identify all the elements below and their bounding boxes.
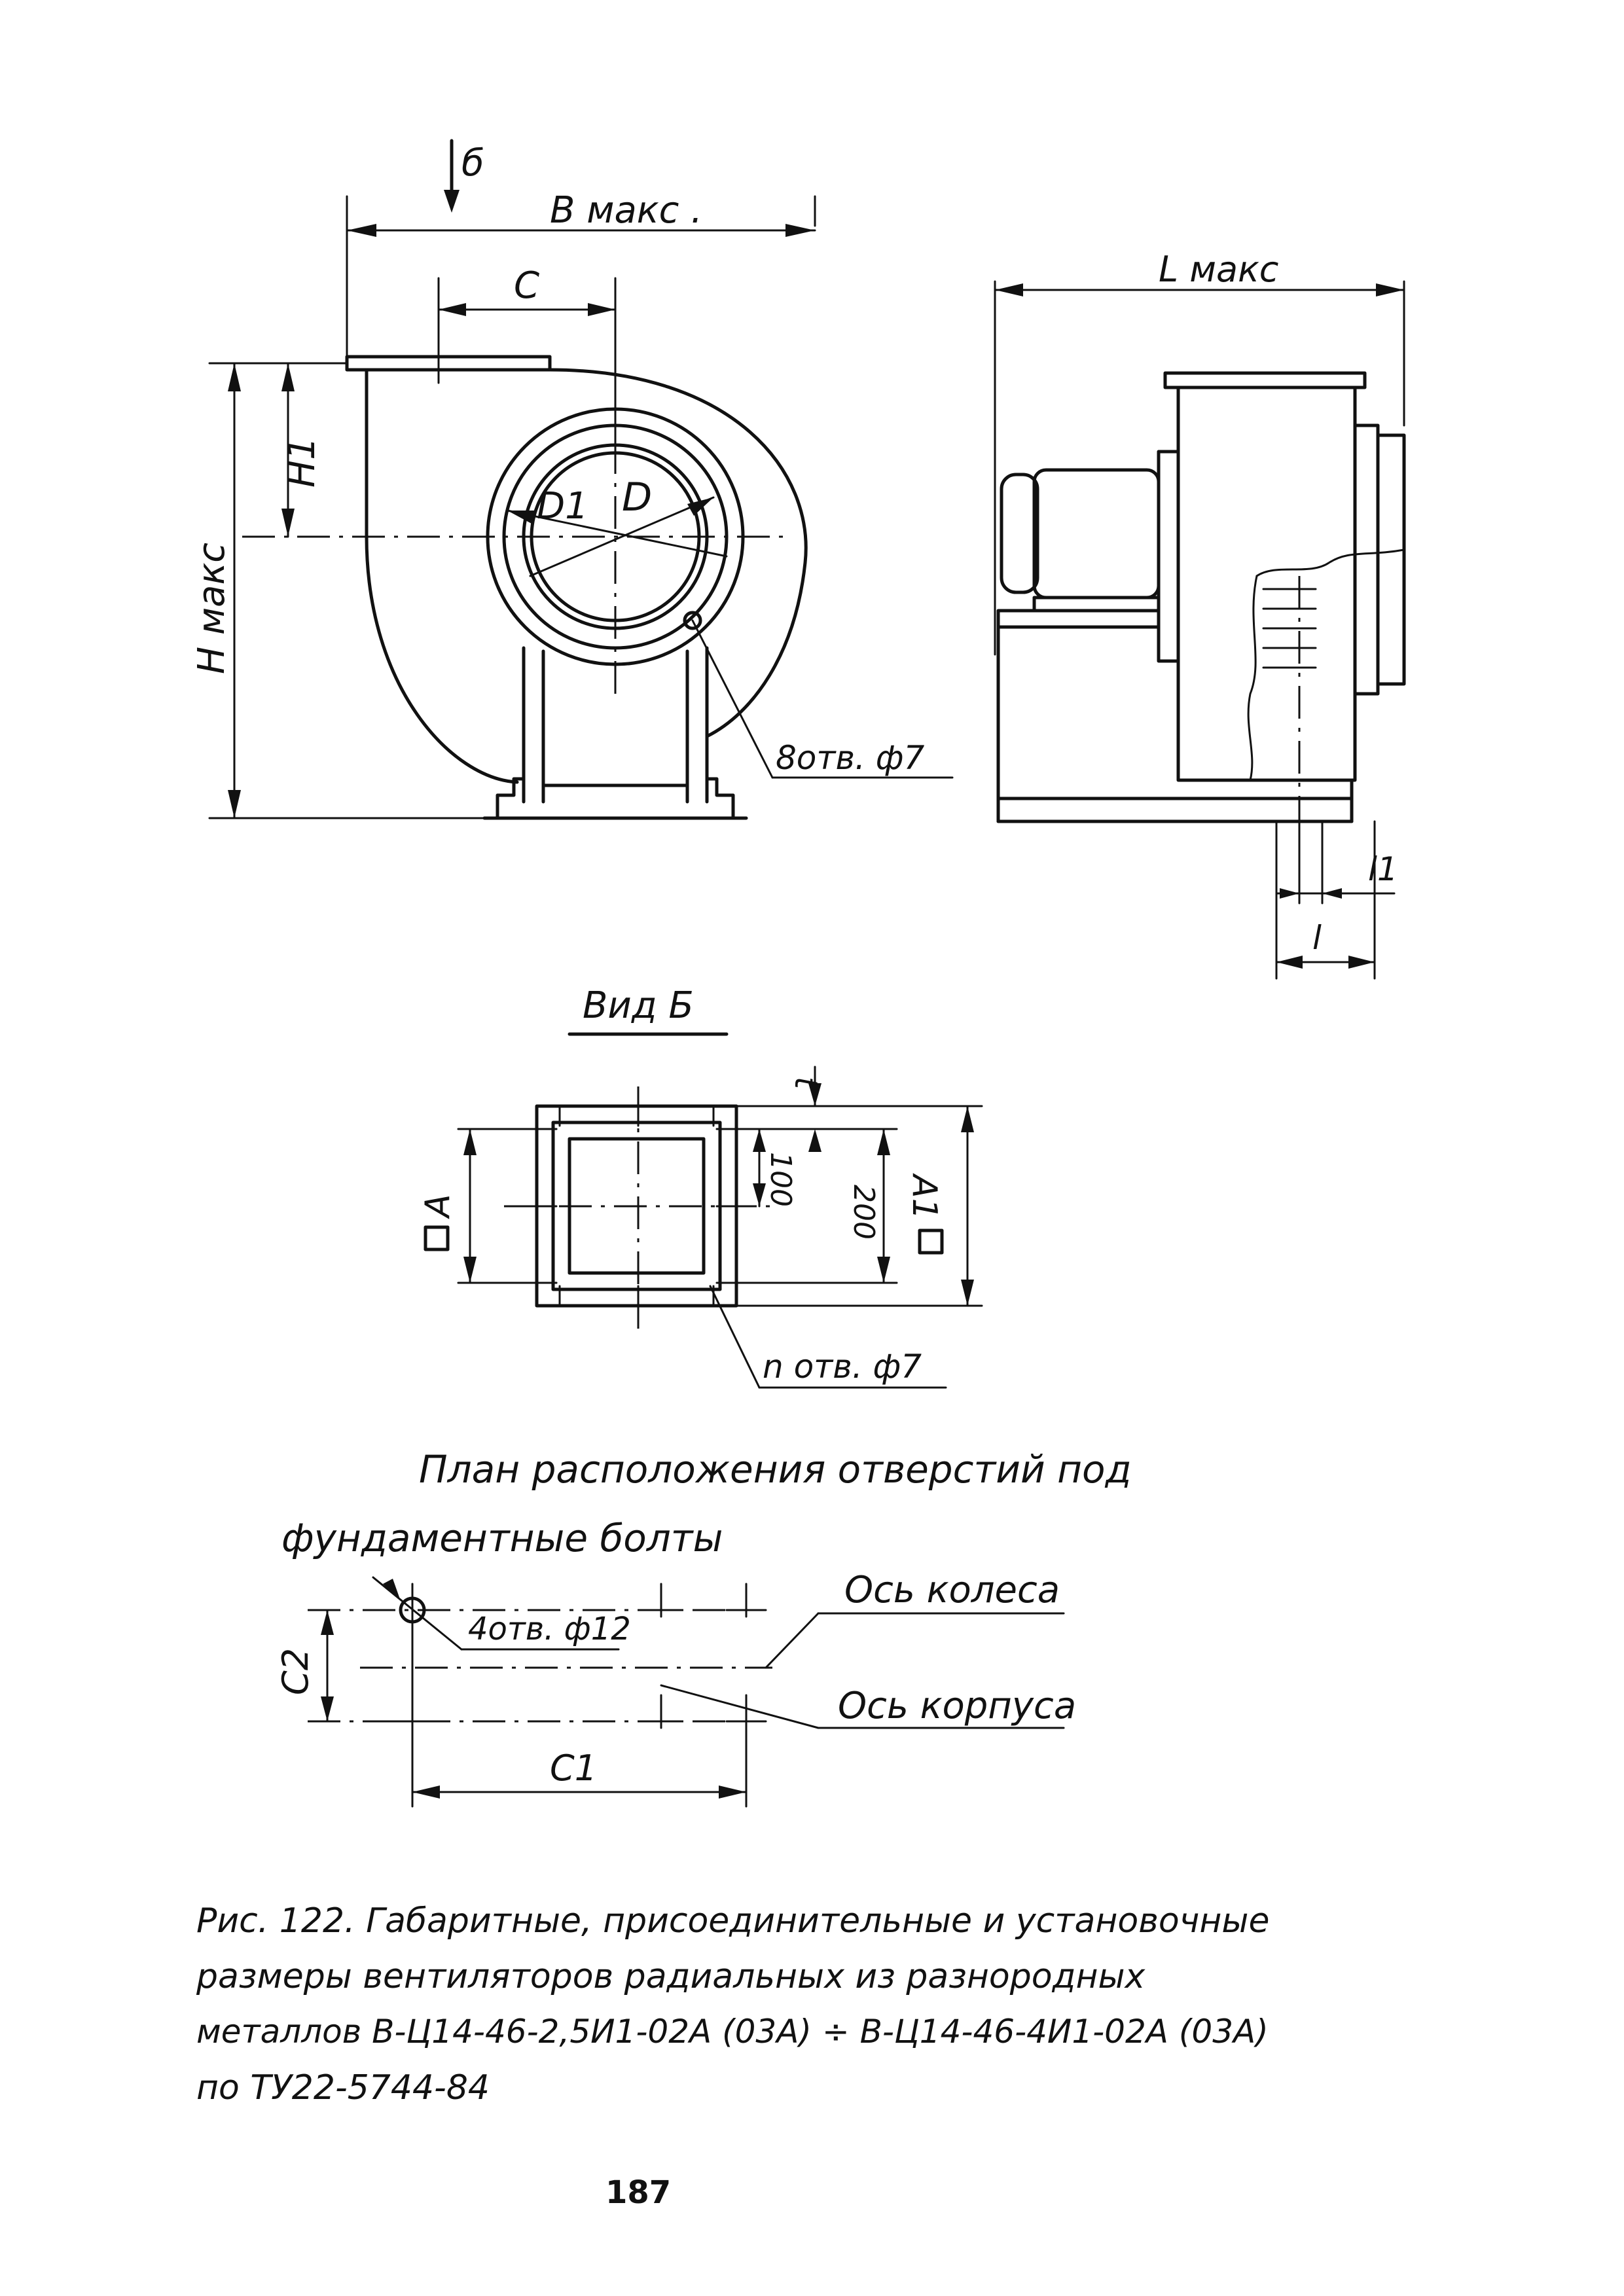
length-max-label: L макс xyxy=(1159,249,1278,290)
foundation-plan: План расположения отверстий под фундамен… xyxy=(275,1447,1132,1808)
dim-c-label: C xyxy=(514,264,539,307)
c2-label: C2 xyxy=(275,1648,316,1695)
d-label: D xyxy=(622,475,652,520)
d1-label: D1 xyxy=(537,485,588,528)
body-axis-label: Ось корпуса xyxy=(838,1685,1076,1727)
foundation-title-line1: План расположения отверстий под xyxy=(419,1447,1132,1492)
front-holes-label: 8отв. ф7 xyxy=(776,739,925,777)
foundation-title-line2: фундаментные болты xyxy=(281,1516,723,1560)
l1-label: l1 xyxy=(1368,850,1398,888)
wheel-axis-label: Ось колеса xyxy=(844,1569,1060,1611)
dim-200-label: 200 xyxy=(847,1185,880,1240)
figure-caption-line4: по ТУ22-5744-84 xyxy=(196,2068,490,2108)
figure-caption-line3: металлов В-Ц14-46-2,5И1-02А (03А) ÷ В-Ц1… xyxy=(196,2013,1269,2051)
c1-label: C1 xyxy=(550,1748,597,1789)
view-arrow-label: б xyxy=(461,142,484,185)
view-b-holes-label: n отв. ф7 xyxy=(763,1348,922,1386)
width-max-label: B макс . xyxy=(550,189,702,232)
dim-100-label: 100 xyxy=(764,1152,797,1207)
h1-label: H1 xyxy=(281,437,323,488)
l-label: l xyxy=(1312,919,1322,957)
figure-caption-line2: размеры вентиляторов радиальных из разно… xyxy=(196,1957,1146,1996)
view-b: Вид Б A t 100 xyxy=(418,984,983,1389)
height-max-label: H макс xyxy=(190,543,233,674)
dim-a-label: A xyxy=(418,1194,458,1219)
page-number: 187 xyxy=(605,2174,672,2211)
dim-a1-label: A1 xyxy=(905,1173,944,1220)
figure-caption-line1: Рис. 122. Габаритные, присоединительные … xyxy=(196,1901,1270,1941)
side-view: L макс l1 xyxy=(994,249,1406,980)
front-view: б B макс . C D1 D xyxy=(190,139,954,820)
view-b-title: Вид Б xyxy=(583,984,694,1027)
foundation-holes-label: 4отв. ф12 xyxy=(468,1611,631,1647)
dim-t-label: t xyxy=(787,1077,824,1090)
